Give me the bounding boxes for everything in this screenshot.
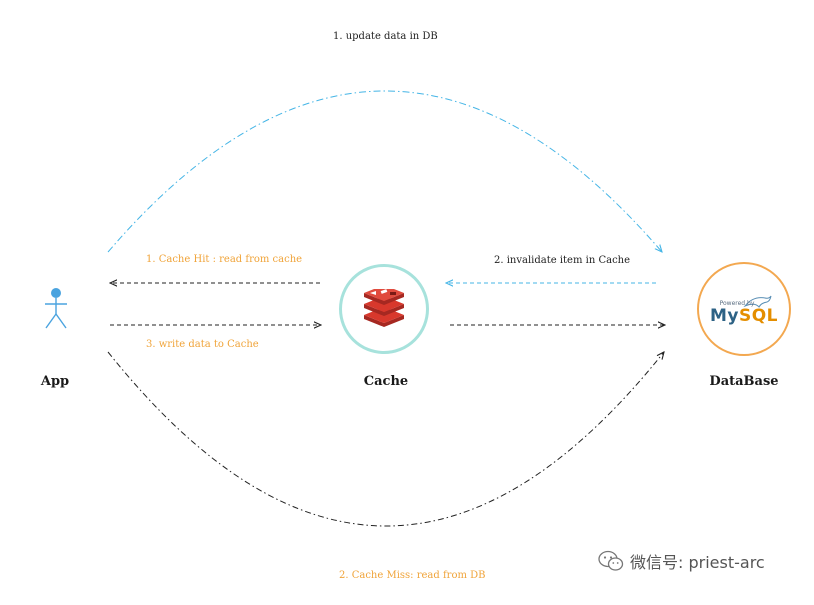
app-title: App <box>40 374 70 389</box>
mysql-powered-text: Powered by <box>719 299 755 307</box>
label-cache-miss: 2. Cache Miss: read from DB <box>339 570 486 581</box>
arc-update-db <box>107 90 662 252</box>
wechat-icon <box>598 550 624 571</box>
cache-node <box>339 264 429 354</box>
redis-icon <box>364 289 404 327</box>
label-cache-hit: 1. Cache Hit : read from cache <box>146 254 303 265</box>
arc-cache-miss <box>107 352 664 527</box>
database-title: DataBase <box>709 374 779 389</box>
user-icon <box>45 288 67 329</box>
watermark-text: 微信号: priest-arc <box>630 553 765 572</box>
watermark: 微信号: priest-arc <box>598 549 765 573</box>
label-update-db: 1. update data in DB <box>333 31 438 42</box>
mysql-logo-sql: SQL <box>738 305 779 326</box>
mysql-logo-my: My <box>709 305 739 326</box>
dolphin-icon <box>743 295 772 308</box>
database-node: Powered by MySQL <box>697 262 791 356</box>
label-write-cache: 3. write data to Cache <box>146 339 259 350</box>
label-invalidate-cache: 2. invalidate item in Cache <box>494 255 631 266</box>
mysql-logo: MySQL <box>710 307 778 325</box>
cache-title: Cache <box>363 374 409 389</box>
